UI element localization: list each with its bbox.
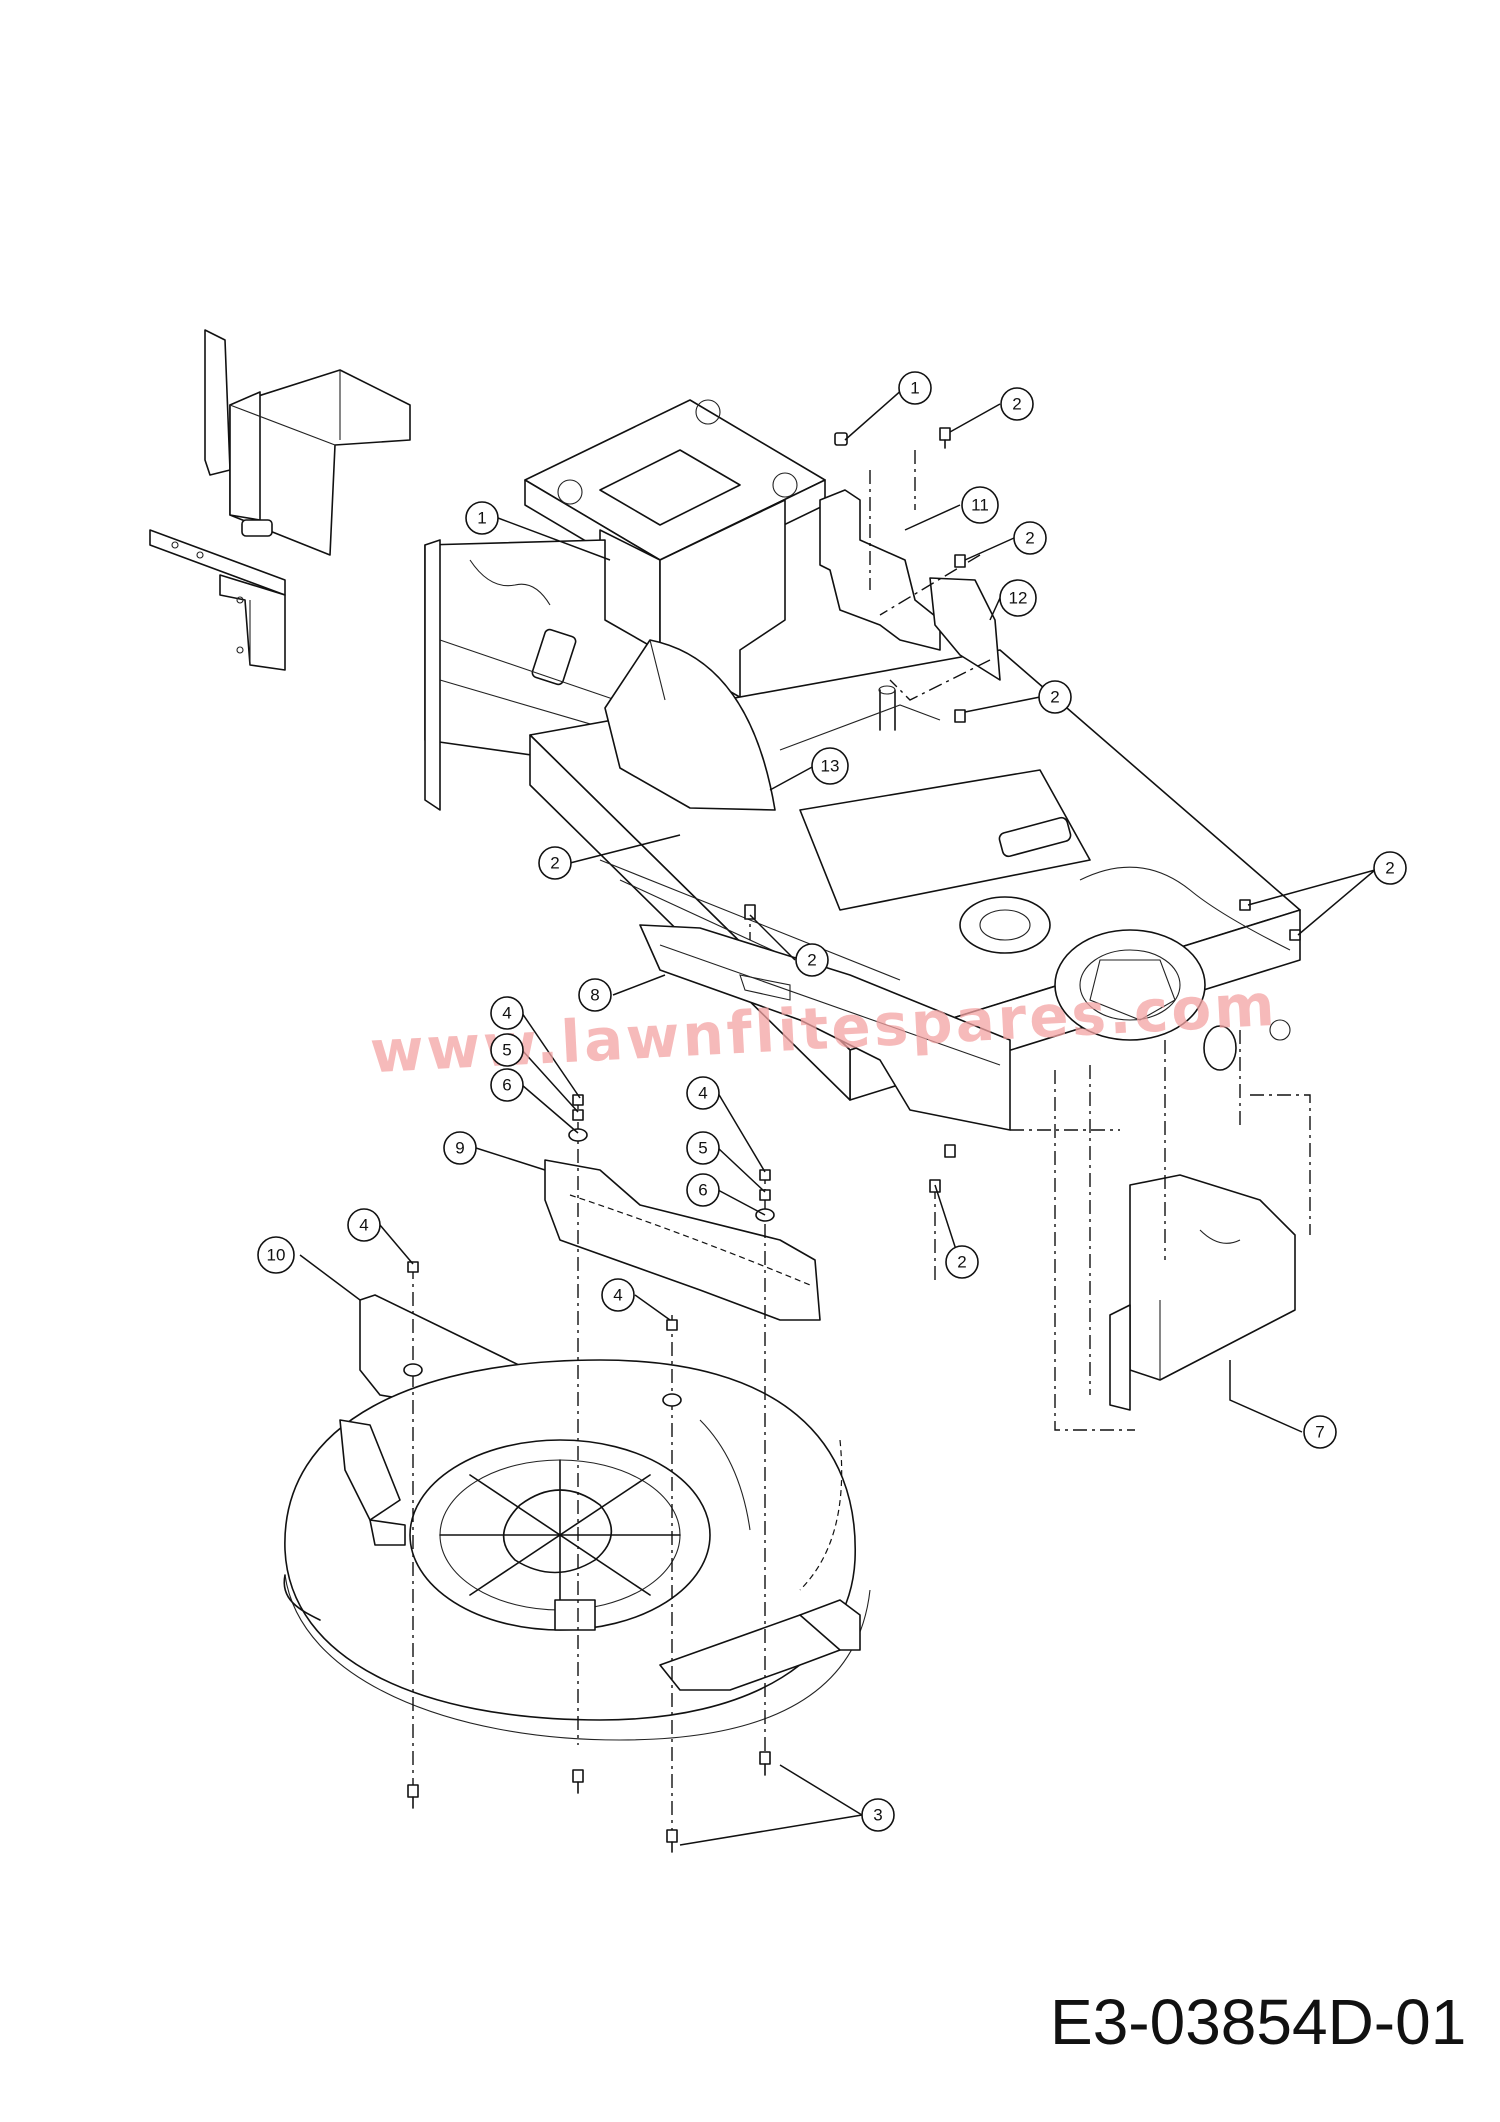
stack-456-left — [568, 1094, 588, 1142]
upper-left-bracket — [149, 329, 411, 671]
callout-11: 11 — [961, 486, 999, 524]
callout-2-lower: 2 — [945, 1245, 979, 1279]
bolt-2f — [929, 1144, 956, 1193]
svg-text:4: 4 — [359, 1216, 368, 1235]
svg-text:2: 2 — [957, 1253, 966, 1272]
callout-8: 8 — [578, 978, 612, 1012]
callout-9: 9 — [443, 1131, 477, 1165]
stack-456-right — [755, 1169, 775, 1222]
callout-1-upper: 1 — [898, 371, 932, 405]
callout-6-right: 6 — [686, 1173, 720, 1207]
svg-text:3: 3 — [873, 1806, 882, 1825]
leader-lines — [299, 387, 1376, 1846]
part-9-plate — [544, 1159, 821, 1321]
svg-text:4: 4 — [502, 1004, 511, 1023]
callout-3: 3 — [861, 1798, 895, 1832]
callouts: 1 1 2 2 2 2 2 2 2 3 4 4 4 4 5 5 6 6 7 8 … — [257, 371, 1407, 1832]
callout-2-left: 2 — [538, 846, 572, 880]
callout-2-far-right: 2 — [1373, 851, 1407, 885]
bolt-2d — [744, 904, 756, 920]
callout-10: 10 — [257, 1236, 295, 1274]
callout-5-left: 5 — [490, 1033, 524, 1067]
bolt-3d — [759, 1751, 771, 1776]
svg-text:4: 4 — [613, 1286, 622, 1305]
svg-text:13: 13 — [821, 757, 840, 776]
bolt-2b — [954, 554, 966, 568]
bolt-3a — [407, 1784, 419, 1809]
mower-deck — [283, 1359, 871, 1741]
callout-12: 12 — [999, 579, 1037, 617]
svg-text:1: 1 — [910, 379, 919, 398]
callout-1-left: 1 — [465, 501, 499, 535]
callout-13: 13 — [811, 747, 849, 785]
bolt-2a — [939, 427, 951, 449]
svg-text:4: 4 — [698, 1084, 707, 1103]
svg-text:2: 2 — [550, 854, 559, 873]
svg-text:6: 6 — [698, 1181, 707, 1200]
part-11-plate — [819, 489, 941, 651]
part-12-plate — [929, 577, 1001, 681]
svg-text:2: 2 — [1050, 688, 1059, 707]
nut-4c — [403, 1261, 423, 1377]
svg-text:2: 2 — [1025, 529, 1034, 548]
svg-text:10: 10 — [267, 1246, 286, 1265]
svg-text:2: 2 — [1012, 395, 1021, 414]
svg-text:7: 7 — [1315, 1423, 1324, 1442]
callout-2-mid-right: 2 — [1038, 680, 1072, 714]
callout-7: 7 — [1303, 1415, 1337, 1449]
callout-2-center: 2 — [795, 943, 829, 977]
svg-text:12: 12 — [1009, 589, 1028, 608]
bolt-2c — [954, 709, 966, 723]
svg-text:2: 2 — [807, 951, 816, 970]
svg-text:11: 11 — [971, 496, 989, 515]
callout-4-left-low: 4 — [347, 1208, 381, 1242]
svg-text:5: 5 — [502, 1041, 511, 1060]
nut-4d — [662, 1319, 682, 1407]
part-13-shield — [604, 639, 776, 811]
part-8-plate — [639, 924, 1011, 1131]
drawing-code: E3-03854D-01 — [1050, 1986, 1467, 2058]
svg-text:9: 9 — [455, 1139, 464, 1158]
svg-text:6: 6 — [502, 1076, 511, 1095]
svg-text:2: 2 — [1385, 859, 1394, 878]
svg-text:5: 5 — [698, 1139, 707, 1158]
callout-2-upper-right: 2 — [1013, 521, 1047, 555]
bolt-3b — [572, 1769, 584, 1794]
svg-text:8: 8 — [590, 986, 599, 1005]
bolt-3c — [666, 1829, 678, 1853]
part-7-plate — [1109, 1174, 1296, 1411]
callout-6-left: 6 — [490, 1068, 524, 1102]
callout-4-mid-low: 4 — [601, 1278, 635, 1312]
callout-5-right: 5 — [686, 1131, 720, 1165]
callout-4-right-top: 4 — [686, 1076, 720, 1110]
svg-text:1: 1 — [477, 509, 486, 528]
callout-4-left-top: 4 — [490, 996, 524, 1030]
fasteners — [403, 427, 1301, 1853]
callout-2-top: 2 — [1000, 387, 1034, 421]
